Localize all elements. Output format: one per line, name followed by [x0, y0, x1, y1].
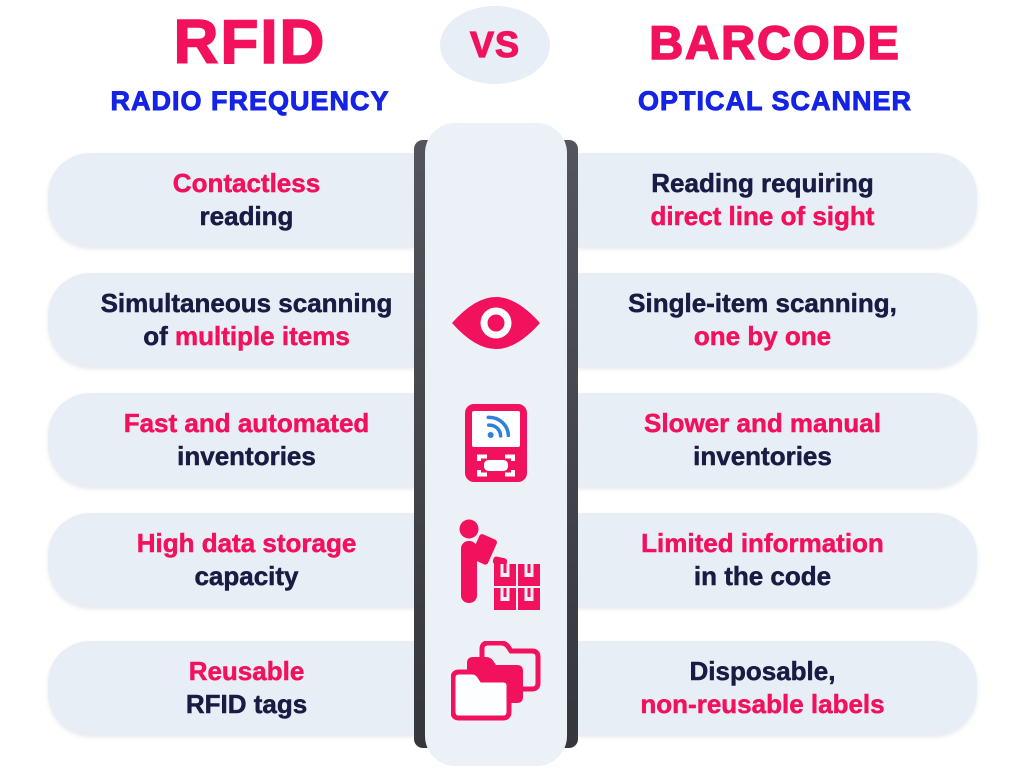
- pill-text-line: direct line of sight: [650, 201, 875, 232]
- recycle-glyph: ♻: [457, 763, 536, 768]
- comparison-pill-right-row2: Single-item scanning,one by one: [548, 273, 977, 367]
- pill-text-line: Fast and automated: [123, 408, 370, 439]
- comparison-pill-right-row5: Disposable,non-reusable labels: [548, 641, 977, 735]
- vs-badge: VS: [440, 6, 550, 84]
- pill-text-line: Limited information: [641, 528, 884, 559]
- pill-text-line: of multiple items: [143, 321, 350, 352]
- pill-text-line: RFID tags: [185, 689, 308, 720]
- folders-icon: [425, 641, 567, 725]
- pill-text-line: inventories: [693, 441, 832, 472]
- pill-text-line: Slower and manual: [644, 408, 881, 439]
- pill-text-line: Reusable: [188, 656, 305, 687]
- pill-text-line: Disposable,: [689, 656, 836, 687]
- pill-text-line: non-reusable labels: [640, 689, 885, 720]
- pill-text-line: Simultaneous scanning: [100, 288, 393, 319]
- pill-text-line: Reading requiring: [651, 168, 874, 199]
- pill-text-line: one by one: [693, 321, 832, 352]
- rfid-scanner-icon: [425, 404, 567, 482]
- barcode-title: BARCODE: [648, 15, 901, 70]
- center-icon-column: ♻: [425, 123, 567, 768]
- pill-text-line: High data storage: [136, 528, 357, 559]
- rfid-header: RFID RADIO FREQUENCY: [30, 0, 470, 117]
- pill-text-line: in the code: [693, 561, 832, 592]
- barcode-header: BARCODE OPTICAL SCANNER: [555, 0, 995, 117]
- inventory-person-icon: [425, 518, 567, 610]
- rfid-title: RFID: [173, 7, 327, 78]
- vs-label: VS: [469, 23, 521, 65]
- recycle-icon: ♻: [425, 763, 567, 768]
- pill-text-line: reading: [199, 201, 294, 232]
- eye-icon: [425, 294, 567, 352]
- pill-text-line: Single-item scanning,: [628, 288, 897, 319]
- rfid-subtitle: RADIO FREQUENCY: [110, 86, 390, 117]
- pill-text-line: Contactless: [172, 168, 321, 199]
- pill-text-line: inventories: [177, 441, 316, 472]
- pill-text-line: capacity: [194, 561, 299, 592]
- barcode-subtitle: OPTICAL SCANNER: [637, 86, 913, 117]
